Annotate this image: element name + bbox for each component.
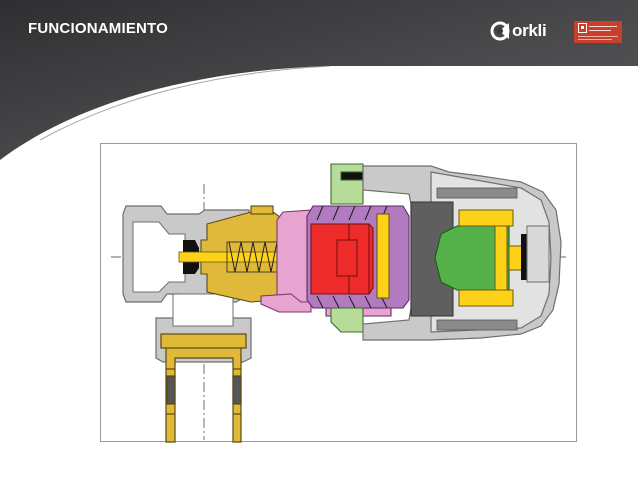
- valve-cross-section-diagram: [111, 163, 566, 443]
- head-lower-rib: [436, 319, 518, 331]
- orkli-mark-icon: [490, 21, 510, 41]
- partner-emblem-icon: [578, 23, 587, 33]
- red-piston: [310, 223, 374, 295]
- head-end-cap: [526, 225, 550, 283]
- orkli-wordmark: orkli: [512, 21, 547, 40]
- head-inner-wall: [410, 201, 454, 317]
- head-end-stop: [521, 234, 527, 280]
- outlet-bore: [172, 293, 234, 327]
- partner-stripes-icon: [578, 26, 618, 40]
- head-upper-rib: [436, 187, 518, 199]
- outlet-nut: [160, 333, 247, 443]
- valve-diagram-frame: [100, 143, 577, 443]
- light-green-collar: [330, 163, 366, 333]
- header-band: [0, 0, 638, 160]
- page-title: FUNCIONAMIENTO: [28, 20, 169, 37]
- orkli-logo: orkli: [490, 18, 556, 46]
- partner-logo: [574, 21, 622, 43]
- valve-bore: [132, 221, 186, 293]
- outer-spring: [316, 205, 390, 309]
